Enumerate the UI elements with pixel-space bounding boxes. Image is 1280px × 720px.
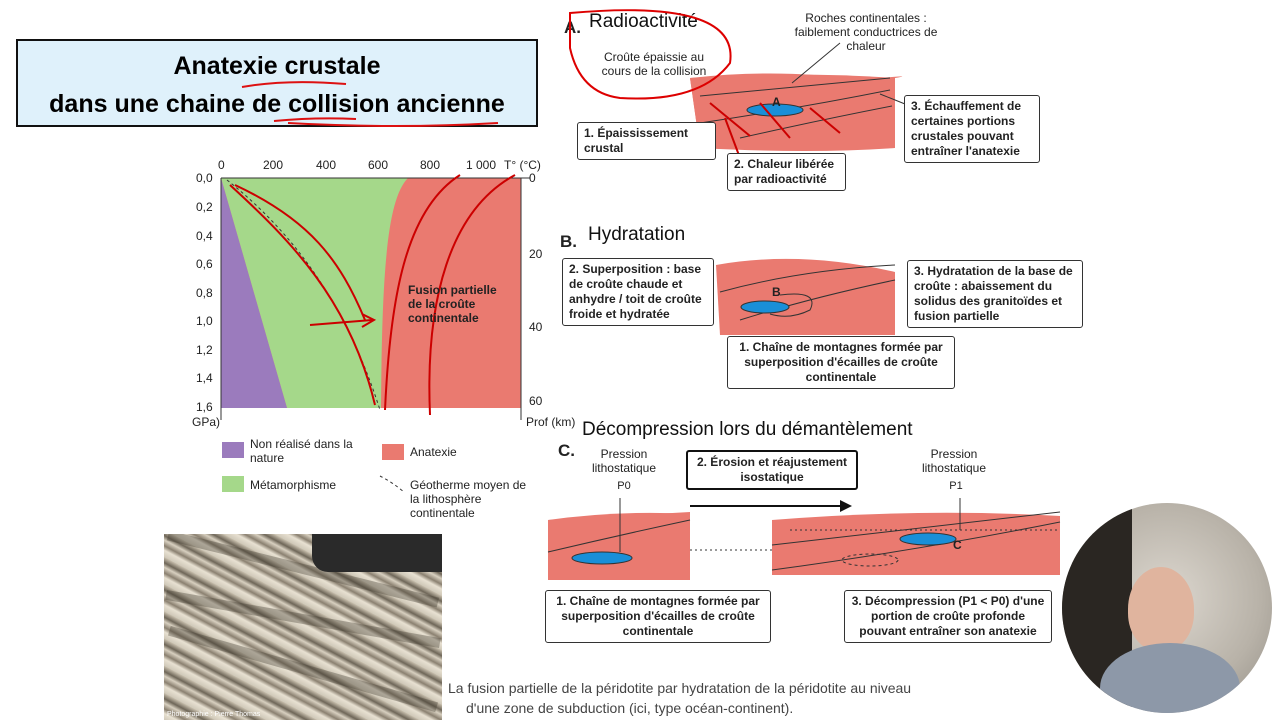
section-b-box-1: 1. Chaîne de montagnes formée par superp… [727,336,955,389]
pressure-tick: 0,6 [196,257,213,271]
slide-title: Anatexie crustale dans une chaine de col… [16,39,538,127]
section-c-arrow [690,500,852,512]
title-line-2: dans une chaine de collision ancienne [49,90,505,118]
pressure-tick: 1,6 [196,400,213,414]
pressure-tick: 0,2 [196,200,213,214]
pressure-tick: 1,2 [196,343,213,357]
section-c-arrow-box: 2. Érosion et réajustement isostatique [686,450,858,490]
hammer-handle [312,534,442,572]
temp-tick: 800 [420,158,441,172]
point-b: B [772,285,781,299]
section-a-box-1: 1. Épaississement crustal [577,122,716,160]
section-b-box-2: 2. Superposition : base de croûte chaude… [562,258,714,326]
temp-tick: 600 [368,158,389,172]
presenter-face [1128,567,1194,651]
p1-label: P1 [949,480,963,492]
pressure-tick: 1,4 [196,371,213,385]
temp-tick: 1 000 [466,158,497,172]
section-a-handwritten: Radioactivité [589,11,698,32]
section-b-handwritten: Hydratation [588,224,686,245]
crust-thickened-label: Croûte épaissie au cours de la collision [601,50,707,78]
section-a-crust [569,9,906,159]
temp-axis-label: T° (°C) [504,158,541,172]
depth-tick: 0 [529,171,536,185]
section-c-crusts [547,498,1061,580]
caption-line-2: d'une zone de subduction (ici, type océa… [466,700,794,716]
pressure-tick: 0,4 [196,229,213,243]
pressure-tick: 1,0 [196,314,213,328]
pressure-left-label: Pression lithostatique [591,447,657,475]
depth-tick: 60 [529,394,543,408]
section-c-box-3: 3. Décompression (P1 < P0) d'une portion… [844,590,1052,643]
rocks-label: Roches continentales : faiblement conduc… [794,11,938,53]
pressure-tick: 0,8 [196,286,213,300]
title-handwritten-underlines [241,81,499,127]
p0-label: P0 [617,480,631,492]
point-a: A [772,95,781,109]
photo-credit: Photographie : Pierre Thomas [167,711,261,718]
rock-photo: Photographie : Pierre Thomas [164,534,442,720]
temp-tick: 400 [316,158,337,172]
depth-axis-label: Prof (km) [526,415,576,429]
pressure-tick: 0,0 [196,171,213,185]
legend-swatch-violet [222,442,244,458]
legend-non-realise: Non réalisé dans la nature [250,437,353,465]
section-a-box-3: 3. Échauffement de certaines portions cr… [904,95,1040,163]
section-a-letter: A. [564,18,581,37]
legend-swatch-red [382,444,404,460]
section-c-handwritten: Décompression lors du démantèlement [582,419,913,440]
legend-geotherme: Géotherme moyen de la lithosphère contin… [410,478,527,520]
title-line-1: Anatexie crustale [173,52,381,80]
section-b-crust [716,258,896,335]
legend-metamorphisme: Métamorphisme [250,478,337,492]
section-b-letter: B. [560,232,577,251]
legend-dashed-line [379,475,405,493]
temp-tick: 0 [218,158,225,172]
depth-tick: 40 [529,320,543,334]
temp-tick: 200 [263,158,284,172]
legend-swatch-green [222,476,244,492]
depth-tick: 20 [529,247,543,261]
section-c-letter: C. [558,441,575,460]
pressure-unit: GPa) [192,415,221,429]
section-c-box-1: 1. Chaîne de montagnes formée par superp… [545,590,771,643]
pressure-right-label: Pression lithostatique [921,447,987,475]
section-a-box-2: 2. Chaleur libérée par radioactivité [727,153,846,191]
point-c: C [953,538,962,552]
pt-phase-diagram [220,174,530,420]
caption-line-1: La fusion partielle de la péridotite par… [448,680,912,696]
legend-anatexie: Anatexie [410,445,457,459]
presenter-webcam [1062,503,1272,713]
section-b-box-3: 3. Hydratation de la base de croûte : ab… [907,260,1083,328]
fusion-zone-label: Fusion partielle de la croûte continenta… [408,283,497,325]
presenter-body [1100,643,1240,713]
